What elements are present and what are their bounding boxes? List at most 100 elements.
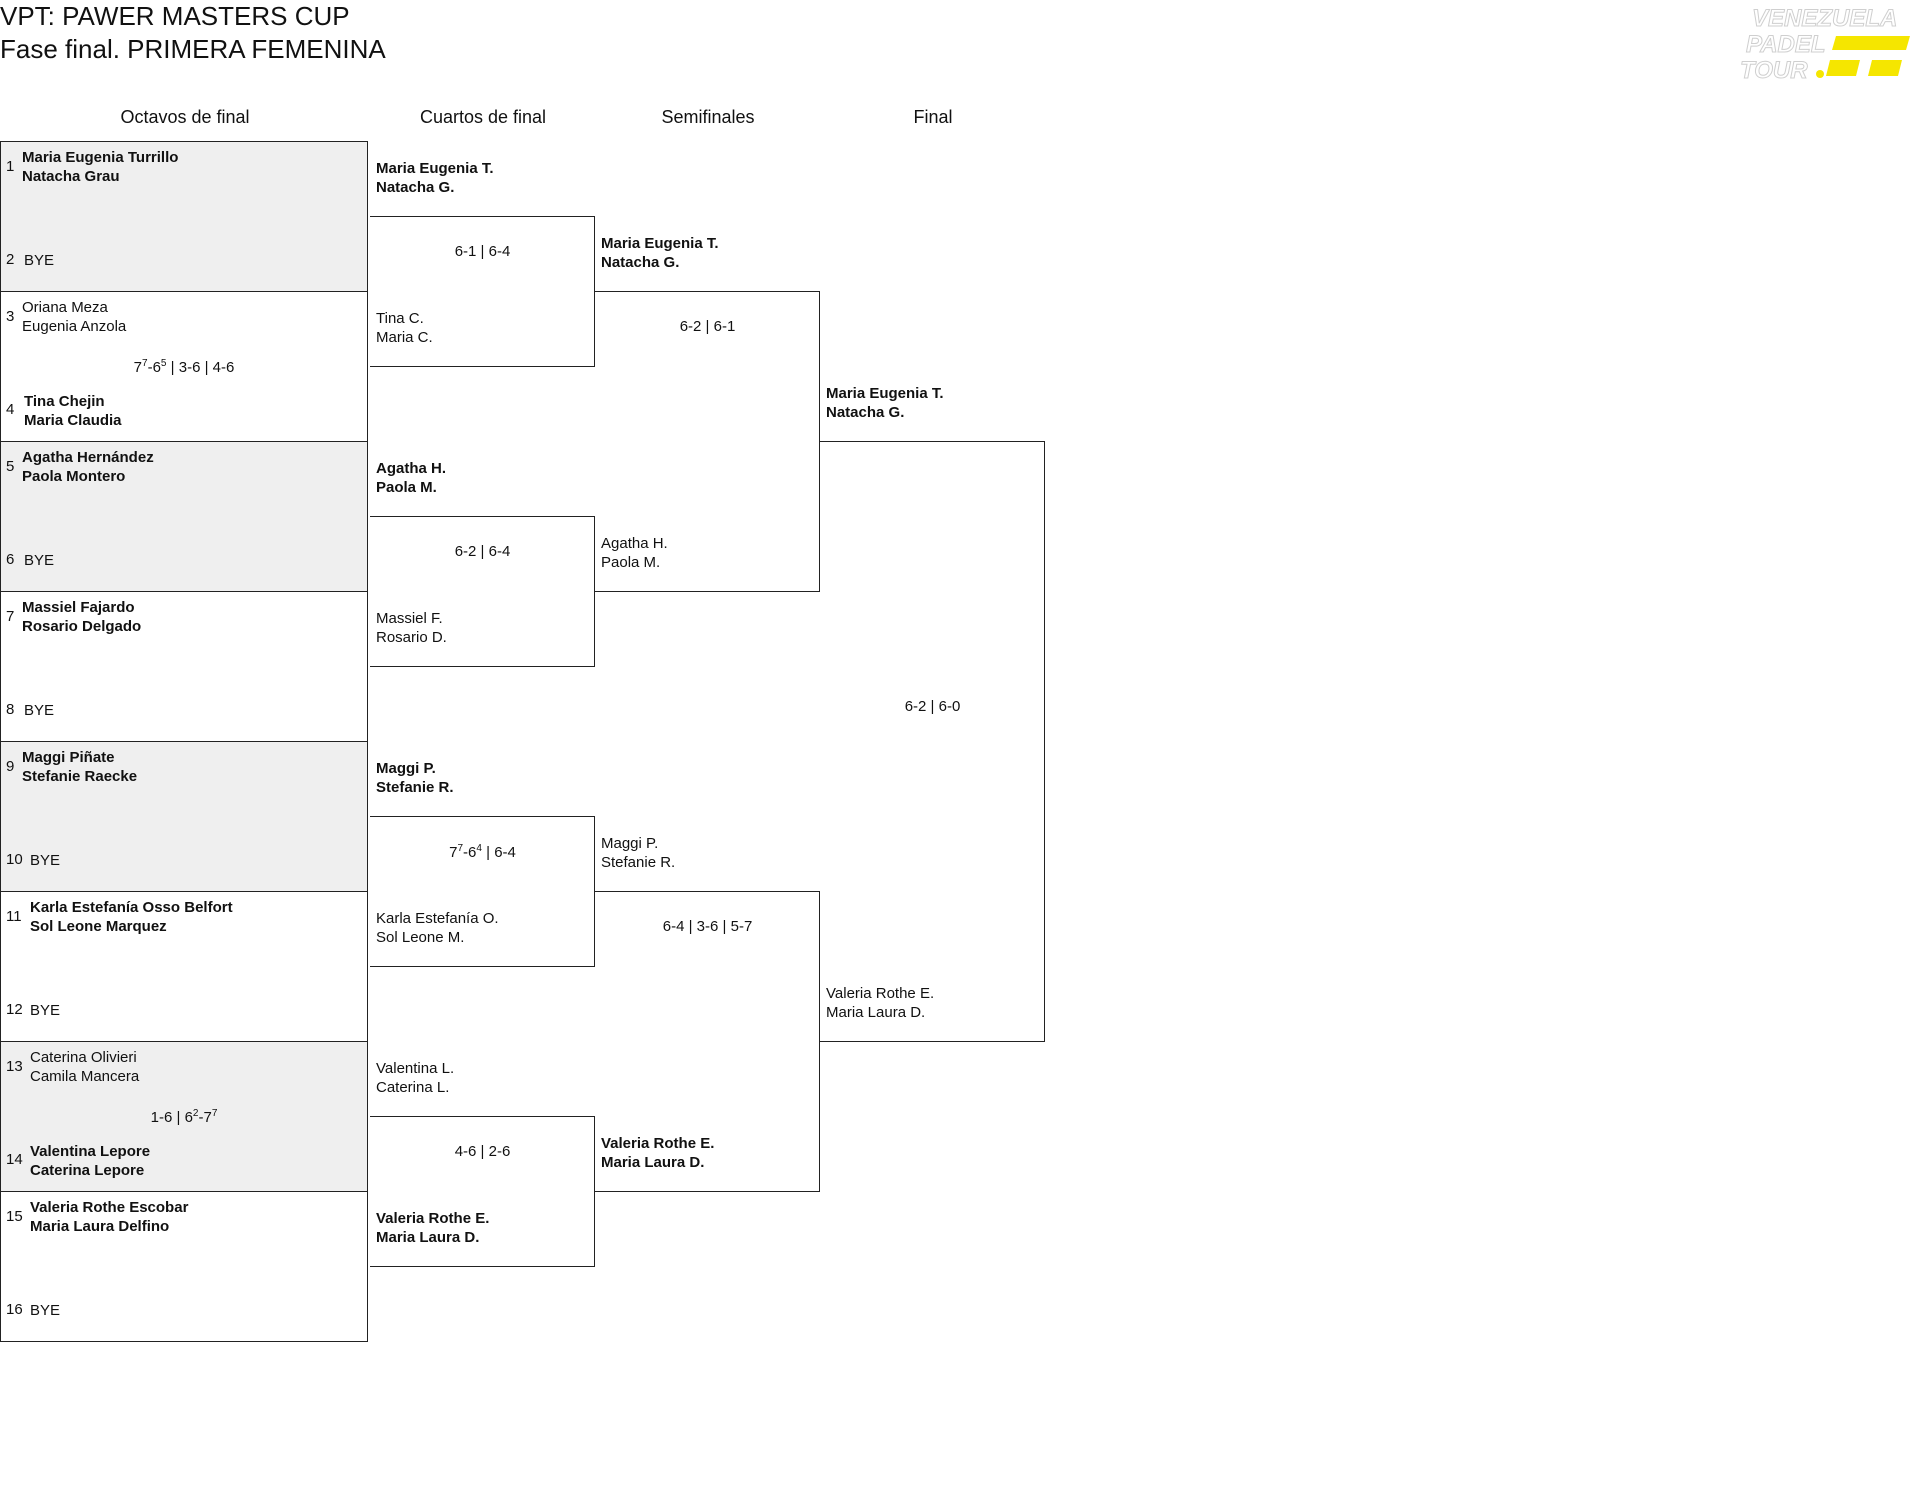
player-name: BYE	[24, 552, 55, 569]
seed-number: 4	[6, 401, 15, 418]
player-name: BYE	[24, 702, 55, 719]
player-name: Maggi P.	[601, 835, 659, 852]
logo-text-1: VENEZUELA	[1752, 5, 1897, 32]
octavos-match	[0, 441, 368, 592]
player-name: Caterina L.	[376, 1079, 450, 1096]
match-score: 6-4 | 3-6 | 5-7	[662, 918, 753, 935]
player-name: Natacha G.	[601, 254, 680, 271]
round-header-final: Final	[913, 107, 953, 127]
player-name: BYE	[30, 1002, 61, 1019]
player-name: Rosario D.	[376, 629, 447, 646]
octavos-match	[0, 741, 368, 892]
seed-number: 13	[6, 1058, 23, 1075]
team-entry: Maria Eugenia T. Natacha G.	[826, 384, 944, 422]
player-name: Maria C.	[376, 329, 433, 346]
player-name: Sol Leone M.	[376, 929, 465, 946]
team-entry: Maria Eugenia T. Natacha G.	[376, 159, 494, 197]
player-name: Valeria Rothe E.	[376, 1210, 490, 1227]
seed-number: 9	[6, 758, 15, 775]
team-entry: Maria Eugenia T. Natacha G.	[601, 234, 719, 272]
seed-number: 8	[6, 701, 15, 718]
team-entry: Karla Estefanía O. Sol Leone M.	[376, 909, 499, 947]
round-header-cuartos: Cuartos de final	[419, 107, 547, 127]
match-score: 6-2 | 6-1	[679, 318, 736, 335]
team-entry: Maggi P.Stefanie R.	[601, 834, 675, 872]
seed-number: 5	[6, 458, 15, 475]
player-name: Valeria Rothe Escobar	[30, 1199, 189, 1216]
octavos-match	[0, 1041, 368, 1192]
team-entry: Agatha H.Paola M.	[376, 459, 446, 497]
team-entry: BYE	[30, 851, 60, 870]
venezuela-padel-tour-logo-icon: VENEZUELA PADEL TOUR	[1740, 5, 1910, 82]
player-name: Maria Eugenia T.	[376, 160, 494, 177]
team-entry: BYE	[24, 251, 54, 270]
player-name: Maggi Piñate	[22, 749, 115, 766]
player-name: Maria Eugenia T.	[826, 385, 944, 402]
player-name: Maria Eugenia Turrillo	[22, 149, 179, 166]
match-score: 6-1 | 6-4	[454, 243, 511, 260]
player-name: Stefanie Raecke	[22, 768, 138, 785]
team-entry: Valentina L. Caterina L.	[376, 1059, 454, 1097]
player-name: Caterina Olivieri	[30, 1049, 137, 1066]
team-entry: BYE	[24, 551, 54, 570]
team-entry: Valeria Rothe E.Maria Laura D.	[826, 984, 934, 1022]
team-entry: BYE	[30, 1301, 60, 1320]
player-name: Rosario Delgado	[22, 618, 142, 635]
player-name: Karla Estefanía Osso Belfort	[30, 899, 233, 916]
seed-number: 14	[6, 1151, 23, 1168]
seed-number: 6	[6, 551, 15, 568]
seed-number: 15	[6, 1208, 23, 1225]
page-title: VPT: PAWER MASTERS CUP Fase final. PRIME…	[0, 0, 1920, 66]
connector-cuartos	[370, 816, 595, 967]
player-name: Valentina Lepore	[30, 1143, 151, 1160]
player-name: Natacha G.	[826, 404, 905, 421]
player-name: Tina C.	[376, 310, 424, 327]
team-entry: BYE	[30, 1001, 60, 1020]
player-name: Maria Eugenia T.	[601, 235, 719, 252]
player-name: Karla Estefanía O.	[376, 910, 499, 927]
player-name: Camila Mancera	[30, 1068, 140, 1085]
round-header-octavos: Octavos de final	[120, 107, 250, 127]
team-entry: Valeria Rothe E.Maria Laura D.	[601, 1134, 714, 1172]
connector-cuartos	[370, 516, 595, 667]
seed-number: 16	[6, 1301, 23, 1318]
connector-semis	[595, 891, 820, 1192]
player-name: Paola M.	[601, 554, 661, 571]
round-header-semis: Semifinales	[661, 107, 755, 127]
team-entry: BYE	[24, 701, 54, 720]
logo-text-2: PADEL	[1746, 31, 1826, 58]
match-score: 77-65 | 3-6 | 4-6	[133, 358, 235, 376]
player-name: Maria Laura D.	[376, 1229, 480, 1246]
player-name: BYE	[24, 252, 55, 269]
player-name: Maggi P.	[376, 760, 436, 777]
tournament-title: VPT: PAWER MASTERS CUP	[0, 1, 350, 31]
octavos-match	[0, 141, 368, 292]
connector-final	[820, 441, 1045, 1042]
match-score: 6-2 | 6-0	[904, 698, 961, 715]
player-name: Valentina L.	[376, 1060, 455, 1077]
player-name: Massiel Fajardo	[22, 599, 135, 616]
player-name: Natacha Grau	[22, 168, 120, 185]
connector-cuartos	[370, 1116, 595, 1267]
connector-semis	[595, 291, 820, 592]
player-name: Sol Leone Marquez	[30, 918, 167, 935]
seed-number: 2	[6, 251, 15, 268]
player-name: Agatha H.	[601, 535, 668, 552]
connector-cuartos	[370, 216, 595, 367]
player-name: Natacha G.	[376, 179, 455, 196]
player-name: Paola M.	[376, 479, 437, 496]
player-name: Valeria Rothe E.	[826, 985, 935, 1002]
player-name: Eugenia Anzola	[22, 318, 127, 335]
player-name: Oriana Meza	[22, 299, 108, 316]
player-name: Maria Claudia	[24, 412, 122, 429]
